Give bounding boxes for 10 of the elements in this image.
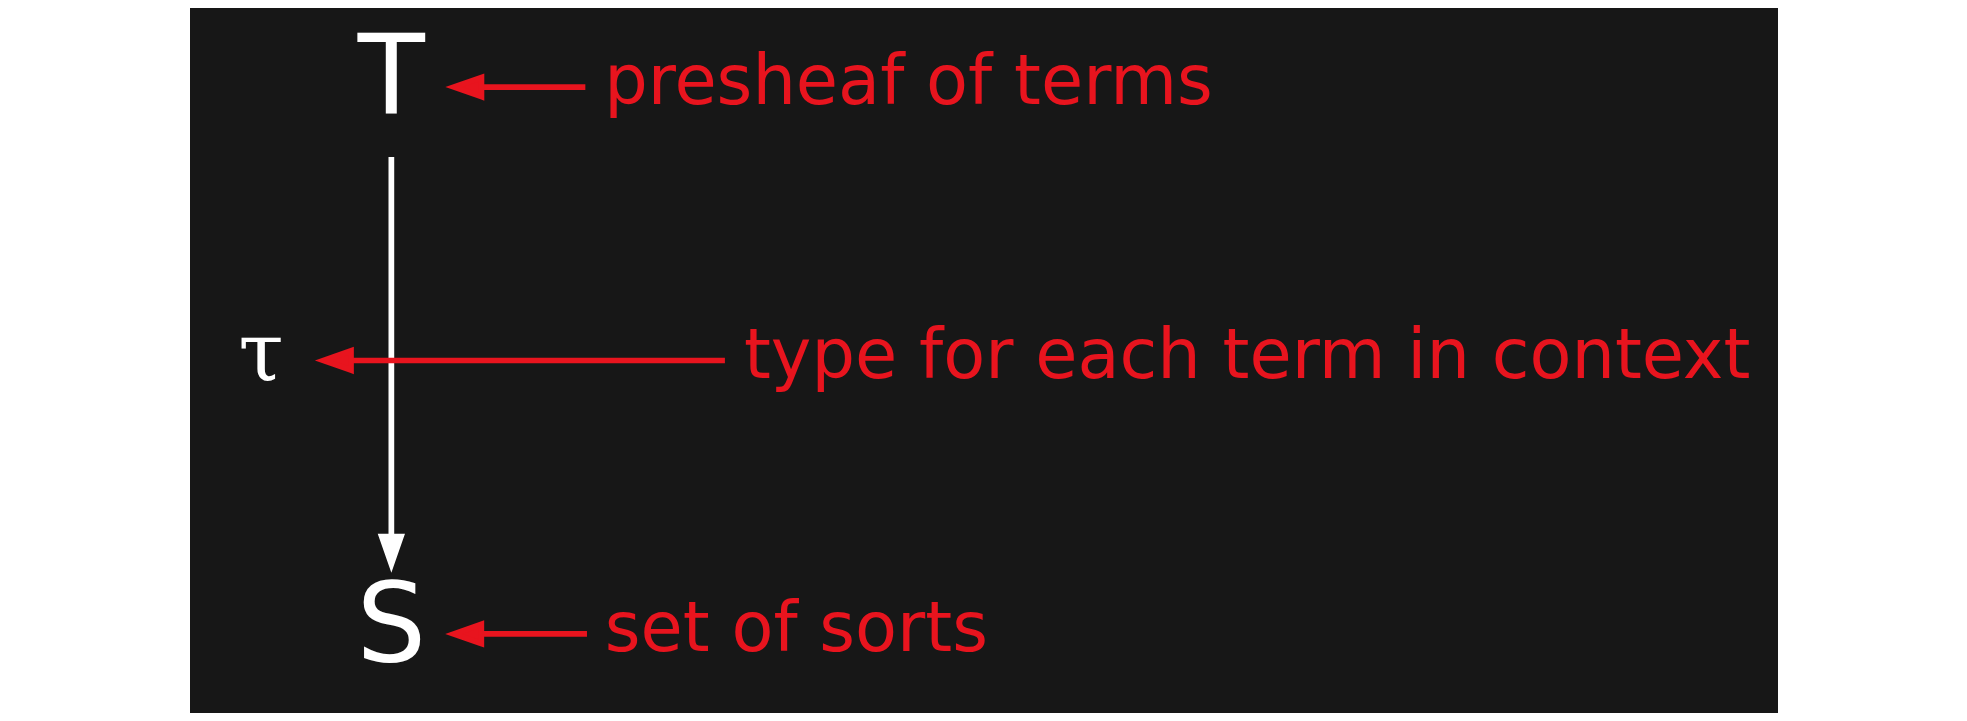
arrow [377, 156, 405, 573]
arrow [444, 620, 587, 648]
node-text: type for each term in context [743, 313, 1750, 394]
arrow [314, 346, 725, 375]
node-text: presheaf of terms [603, 40, 1213, 121]
node-text: S [356, 559, 426, 688]
node-text: set of sorts [604, 587, 988, 668]
node-text: T [357, 12, 425, 141]
node-text: τ [237, 304, 284, 400]
arrow [444, 73, 585, 101]
